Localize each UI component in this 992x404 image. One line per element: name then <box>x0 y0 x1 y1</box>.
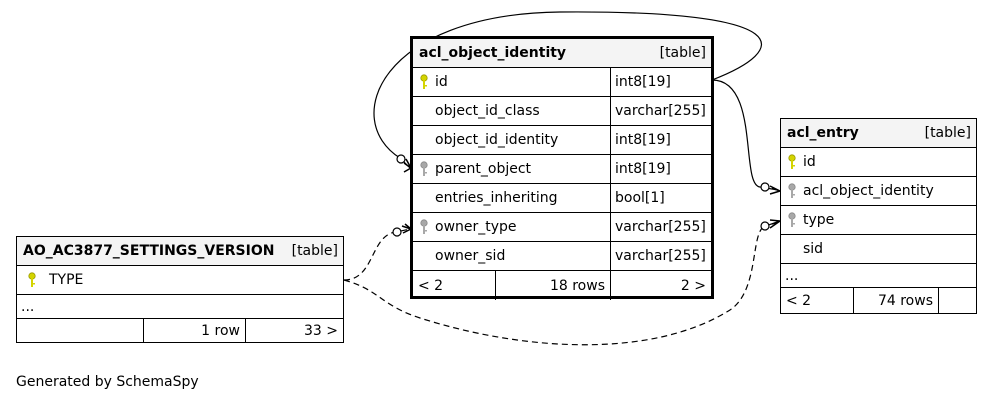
column-type: varchar[255] <box>610 242 711 270</box>
column-row-id[interactable]: id <box>781 148 976 177</box>
column-type: int8[19] <box>610 155 711 183</box>
generated-by-label: Generated by SchemaSpy <box>16 374 199 390</box>
foreign-key-icon <box>413 219 435 235</box>
children-link[interactable] <box>938 288 976 314</box>
settings-to-entry-type-optional-marker <box>760 221 770 231</box>
row-count: 74 rows <box>853 288 938 314</box>
children-link[interactable]: 2 > <box>610 271 711 300</box>
column-row-owner-sid[interactable]: owner_sid varchar[255] <box>413 242 711 271</box>
object-identity-to-entry-line <box>711 79 779 191</box>
table-name: acl_object_identity <box>419 45 567 61</box>
column-row-type[interactable]: TYPE <box>17 266 343 295</box>
ellipsis: ... <box>21 298 35 315</box>
self-reference-optional-marker <box>396 154 406 164</box>
table-header: acl_object_identity [table] <box>413 39 711 68</box>
parents-link[interactable] <box>17 319 143 343</box>
column-row-id[interactable]: id int8[19] <box>413 68 711 97</box>
column-row-acl-object-identity[interactable]: acl_object_identity <box>781 177 976 206</box>
column-row-object-id-class[interactable]: object_id_class varchar[255] <box>413 97 711 126</box>
column-name: owner_sid <box>435 248 506 264</box>
column-name: TYPE <box>49 272 84 288</box>
column-row-type[interactable]: type <box>781 206 976 235</box>
table-header: acl_entry [table] <box>781 119 976 148</box>
table-footer: < 2 18 rows 2 > <box>413 271 711 300</box>
foreign-key-icon <box>781 212 803 228</box>
crow-foot-entry-type <box>769 219 781 229</box>
column-type: varchar[255] <box>610 97 711 125</box>
column-type: varchar[255] <box>610 213 711 241</box>
more-columns-row: ... <box>781 264 976 288</box>
parents-link[interactable]: < 2 <box>786 293 812 309</box>
column-row-object-id-identity[interactable]: object_id_identity int8[19] <box>413 126 711 155</box>
column-type: bool[1] <box>610 184 711 212</box>
settings-to-owner-type-optional-marker <box>392 227 402 237</box>
table-settings-version[interactable]: AO_AC3877_SETTINGS_VERSION [table] TYPE … <box>16 236 344 343</box>
foreign-key-icon <box>781 183 803 199</box>
column-name: type <box>803 212 835 228</box>
table-kind: [table] <box>659 45 706 61</box>
table-kind: [table] <box>291 243 338 259</box>
table-name: acl_entry <box>787 125 859 141</box>
column-type: int8[19] <box>610 68 711 96</box>
column-row-sid[interactable]: sid <box>781 235 976 264</box>
column-name: sid <box>803 241 824 257</box>
children-link[interactable]: 33 > <box>245 319 343 343</box>
column-name: parent_object <box>435 161 532 177</box>
table-name: AO_AC3877_SETTINGS_VERSION <box>23 243 275 259</box>
primary-key-icon <box>21 272 43 288</box>
row-count: 18 rows <box>495 271 610 300</box>
settings-to-owner-type-line <box>343 228 411 281</box>
column-name: acl_object_identity <box>803 183 934 199</box>
ellipsis: ... <box>785 267 799 284</box>
column-name: id <box>803 154 816 170</box>
primary-key-icon <box>781 154 803 170</box>
table-acl-entry[interactable]: acl_entry [table] id acl_object_identity… <box>780 118 977 314</box>
table-footer: 1 row 33 > <box>17 319 343 343</box>
settings-to-entry-type-line <box>343 221 779 346</box>
column-name: entries_inheriting <box>435 190 558 206</box>
object-identity-to-entry-optional-marker <box>760 182 770 192</box>
column-name: object_id_class <box>435 103 540 119</box>
foreign-key-icon <box>413 161 435 177</box>
table-kind: [table] <box>924 125 971 141</box>
crow-foot-entry-acl-object-identity <box>769 185 781 195</box>
column-name: id <box>435 74 448 90</box>
parents-link[interactable]: < 2 <box>418 277 444 294</box>
table-acl-object-identity[interactable]: acl_object_identity [table] id int8[19] … <box>410 36 714 300</box>
table-footer: < 2 74 rows <box>781 288 976 314</box>
table-header: AO_AC3877_SETTINGS_VERSION [table] <box>17 237 343 266</box>
primary-key-icon <box>413 74 435 90</box>
row-count: 1 row <box>143 319 245 343</box>
column-name: object_id_identity <box>435 132 559 148</box>
column-row-owner-type[interactable]: owner_type varchar[255] <box>413 213 711 242</box>
column-name: owner_type <box>435 219 517 235</box>
column-row-entries-inheriting[interactable]: entries_inheriting bool[1] <box>413 184 711 213</box>
column-row-parent-object[interactable]: parent_object int8[19] <box>413 155 711 184</box>
self-reference-line <box>373 11 762 169</box>
more-columns-row: ... <box>17 295 343 319</box>
column-type: int8[19] <box>610 126 711 154</box>
